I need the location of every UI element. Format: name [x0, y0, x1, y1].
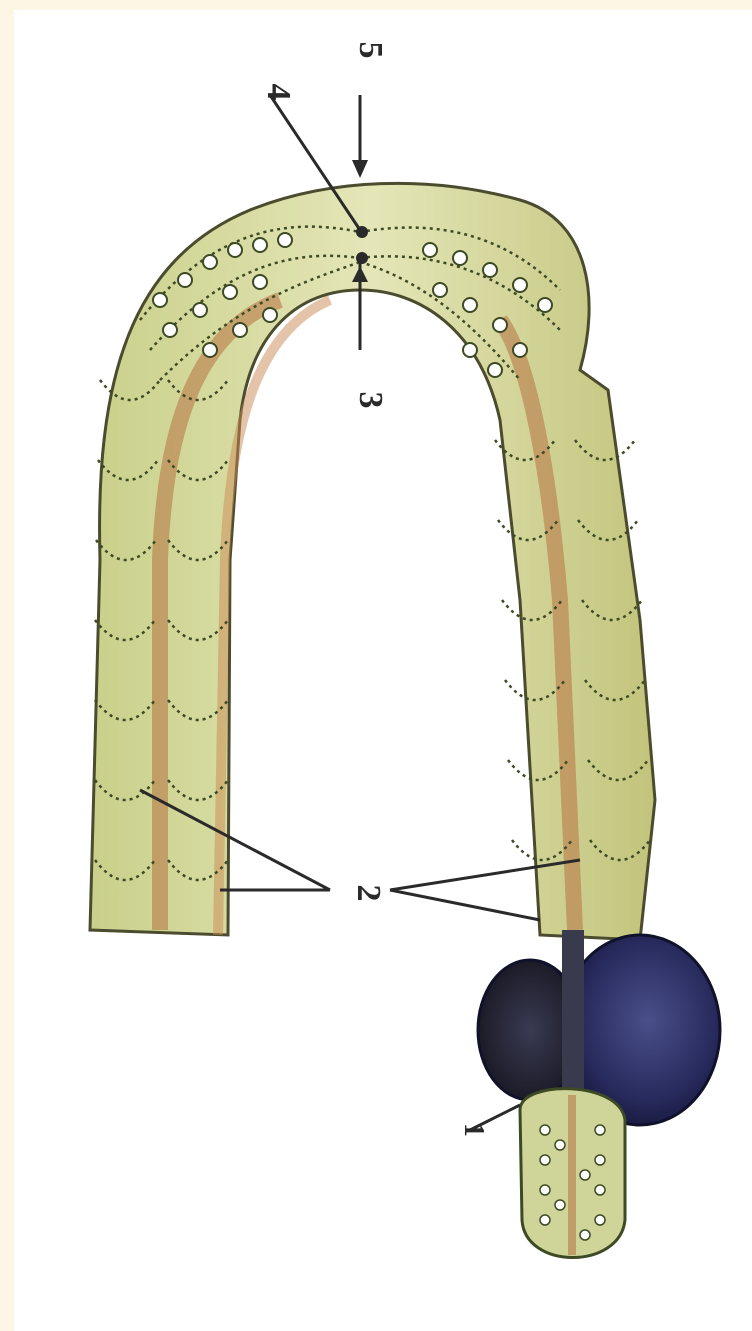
label-2: 2	[350, 885, 387, 902]
label-5: 5	[352, 42, 389, 59]
label-1: 1	[458, 1123, 489, 1137]
lower-body	[520, 1089, 625, 1258]
label-3: 3	[352, 392, 389, 409]
bulb-stem	[562, 930, 584, 1090]
arch-body	[90, 183, 655, 940]
crown-dot-lower	[356, 252, 368, 264]
arrow-5	[352, 160, 368, 178]
leader-2d	[390, 890, 540, 920]
label-4: 4	[260, 84, 297, 101]
